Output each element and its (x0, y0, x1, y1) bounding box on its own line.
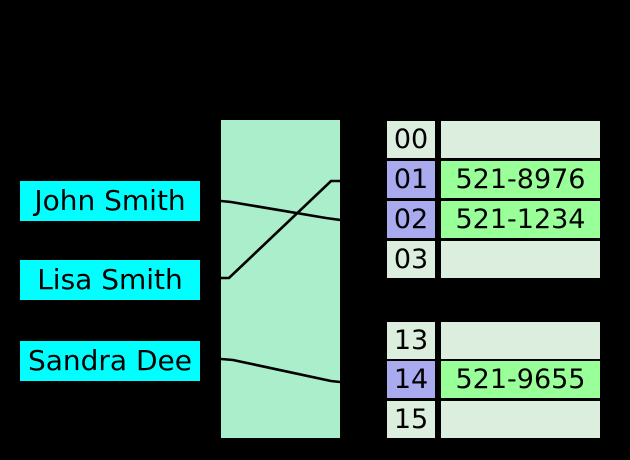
bucket-value-13 (441, 322, 600, 359)
bucket-index-14: 14 (387, 361, 435, 398)
bucket-value-03 (441, 241, 600, 278)
mapping-line-sandra-dee (221, 357, 340, 384)
key-box-lisa-smith: Lisa Smith (20, 260, 200, 300)
hash-function-box (221, 120, 340, 438)
key-box-john-smith: John Smith (20, 181, 200, 221)
mapping-line-john-smith (221, 199, 340, 222)
bucket-index-13: 13 (387, 322, 435, 359)
bucket-value-01: 521-8976 (441, 161, 600, 198)
bucket-index-15: 15 (387, 401, 435, 438)
key-box-sandra-dee: Sandra Dee (20, 341, 200, 381)
bucket-index-02: 02 (387, 201, 435, 238)
bucket-index-01: 01 (387, 161, 435, 198)
bucket-value-02: 521-1234 (441, 201, 600, 238)
bucket-index-00: 00 (387, 121, 435, 158)
bucket-value-14: 521-9655 (441, 361, 600, 398)
bucket-index-03: 03 (387, 241, 435, 278)
mapping-line-lisa-smith (221, 179, 340, 280)
mapping-lines (221, 179, 340, 384)
bucket-value-00 (441, 121, 600, 158)
bucket-value-15 (441, 401, 600, 438)
